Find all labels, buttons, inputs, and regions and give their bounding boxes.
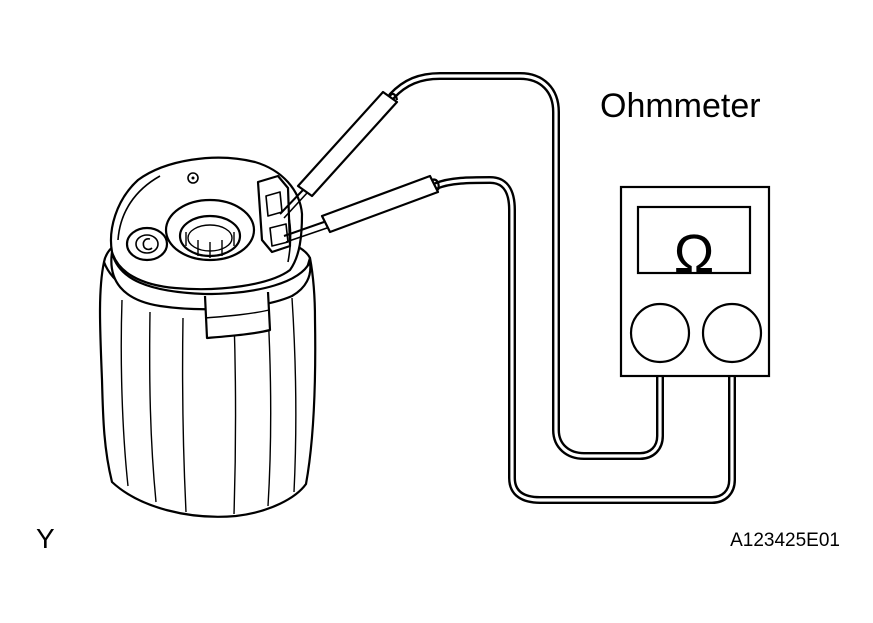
view-letter: Y — [36, 523, 55, 554]
fuel-pump — [98, 156, 317, 518]
ohmmeter-label: Ohmmeter — [600, 87, 761, 125]
pump-check-valve — [125, 226, 169, 262]
figure-code: A123425E01 — [730, 530, 840, 551]
pump-body-flutes — [120, 297, 297, 515]
probe-upper — [279, 90, 399, 219]
test-leads — [388, 72, 736, 504]
ohmmeter-jack-right — [701, 302, 763, 364]
ohmmeter — [619, 185, 771, 378]
probe-upper-handle — [296, 90, 399, 198]
ohmmeter-display — [636, 205, 752, 275]
probe-lower — [283, 174, 440, 243]
probe-lower-handle — [320, 174, 440, 234]
ohm-symbol: Ω — [674, 224, 714, 284]
probe-lower-tip — [283, 221, 325, 237]
ohmmeter-jack-left — [629, 302, 691, 364]
lead-wire-upper — [388, 72, 664, 460]
probe-upper-tip — [279, 189, 304, 215]
